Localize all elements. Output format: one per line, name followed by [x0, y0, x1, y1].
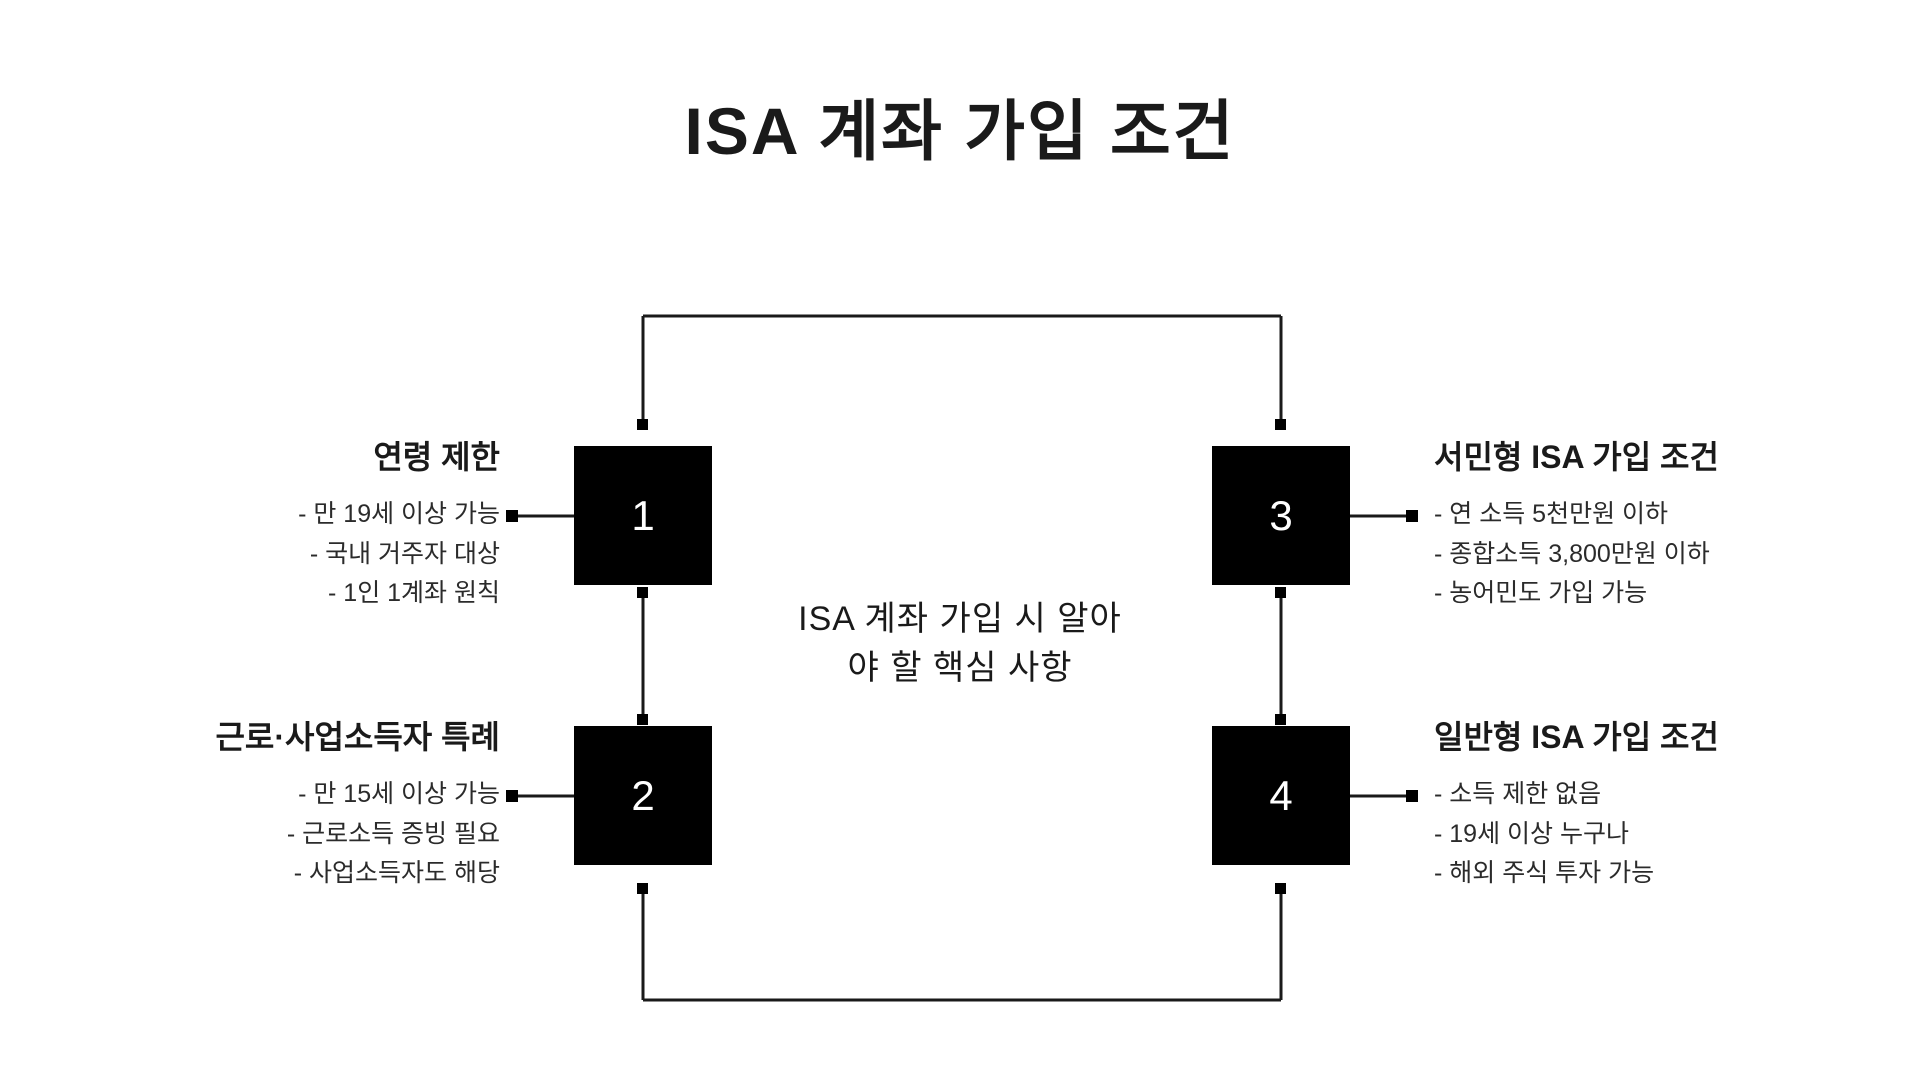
- node-bullet-list-2: - 만 15세 이상 가능 - 근로소득 증빙 필요 - 사업소득자도 해당: [60, 775, 500, 894]
- node-bullet-list-4: - 소득 제한 없음 - 19세 이상 누구나 - 해외 주식 투자 가능: [1434, 775, 1904, 894]
- node-bullet-item: - 1인 1계좌 원칙: [328, 579, 500, 607]
- node-bullet-item: - 농어민도 가입 가능: [1434, 579, 1648, 607]
- center-caption-line-1: ISA 계좌 가입 시 알아: [798, 600, 1122, 638]
- node-bullet-list-1: - 만 19세 이상 가능 - 국내 거주자 대상 - 1인 1계좌 원칙: [60, 495, 500, 614]
- node-box-2[interactable]: 2: [574, 726, 712, 865]
- arrowhead-node3-right: [1406, 510, 1418, 522]
- page-title: ISA 계좌 가입 조건: [684, 94, 1236, 168]
- node-heading-1: 연령 제한: [373, 439, 500, 475]
- center-caption-line-2: 야 할 핵심 사항: [847, 649, 1073, 688]
- node-bullet-item: - 만 15세 이상 가능: [298, 780, 500, 808]
- node-bullet-item: - 19세 이상 누구나: [1434, 819, 1629, 848]
- arrowhead-node3-top: [1275, 419, 1286, 430]
- arrowhead-node1-left: [506, 510, 518, 522]
- arrowhead-node1-bottom: [637, 587, 648, 598]
- node-bullet-item: - 종합소득 3,800만원 이하: [1434, 539, 1710, 568]
- node-bullet-item: - 만 19세 이상 가능: [298, 500, 500, 528]
- arrowhead-node2-top: [637, 714, 648, 725]
- node-heading-2: 근로·사업소득자 특례: [215, 719, 500, 755]
- node-label-block-4: 일반형 ISA 가입 조건 - 소득 제한 없음 - 19세 이상 누구나 - …: [1434, 717, 1904, 894]
- node-label-block-2: 근로·사업소득자 특례 - 만 15세 이상 가능 - 근로소득 증빙 필요 -…: [60, 717, 500, 894]
- node-label-block-1: 연령 제한 - 만 19세 이상 가능 - 국내 거주자 대상 - 1인 1계좌…: [60, 437, 500, 614]
- arrowhead-node2-left: [506, 790, 518, 802]
- arrowhead-node2-bottom: [637, 883, 648, 894]
- node-number-1: 1: [631, 491, 655, 539]
- center-caption: ISA 계좌 가입 시 알아 야 할 핵심 사항: [720, 595, 1200, 694]
- arrowhead-node3-bottom: [1275, 587, 1286, 598]
- node-bullet-item: - 해외 주식 투자 가능: [1434, 859, 1655, 887]
- arrowhead-node4-bottom: [1275, 883, 1286, 894]
- arrowhead-node4-top: [1275, 714, 1286, 725]
- node-number-4: 4: [1269, 771, 1293, 819]
- node-label-block-3: 서민형 ISA 가입 조건 - 연 소득 5천만원 이하 - 종합소득 3,80…: [1434, 437, 1904, 614]
- node-bullet-item: - 소득 제한 없음: [1434, 780, 1602, 808]
- arrowhead-node4-right: [1406, 790, 1418, 802]
- node-heading-4: 일반형 ISA 가입 조건: [1434, 719, 1719, 755]
- node-bullet-item: - 근로소득 증빙 필요: [286, 819, 500, 848]
- node-box-3[interactable]: 3: [1212, 446, 1350, 585]
- node-bullet-item: - 사업소득자도 해당: [293, 859, 500, 887]
- node-bullet-item: - 국내 거주자 대상: [309, 539, 500, 568]
- arrowhead-node1-top: [637, 419, 648, 430]
- node-box-4[interactable]: 4: [1212, 726, 1350, 865]
- node-bullet-list-3: - 연 소득 5천만원 이하 - 종합소득 3,800만원 이하 - 농어민도 …: [1434, 495, 1904, 614]
- node-number-2: 2: [631, 771, 655, 819]
- node-heading-3: 서민형 ISA 가입 조건: [1434, 439, 1719, 475]
- node-bullet-item: - 연 소득 5천만원 이하: [1434, 500, 1669, 528]
- node-box-1[interactable]: 1: [574, 446, 712, 585]
- node-number-3: 3: [1269, 491, 1293, 539]
